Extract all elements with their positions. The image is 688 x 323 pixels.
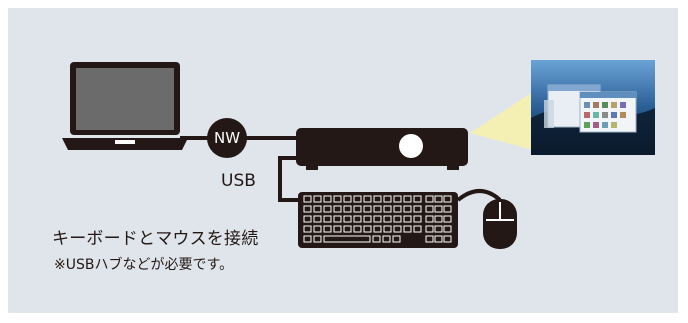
keyboard-key [413,195,422,203]
projected-screen-icon [531,60,655,155]
keyboard-key [333,205,342,213]
keyboard-body [298,192,458,248]
keyboard-key [373,215,382,223]
keyboard-key [383,215,392,223]
keyboard-key [333,215,342,223]
keyboard-key [425,205,434,213]
keyboard-key [333,225,342,233]
keyboard-key [393,215,402,223]
keyboard-key [353,195,362,203]
keyboard-key [383,195,392,203]
keyboard-key [372,235,381,243]
keyboard-key [443,225,452,233]
keyboard-key [443,195,452,203]
keyboard-key [303,215,312,223]
keyboard-key [382,235,391,243]
keyboard-key [443,235,452,243]
keyboard-key [373,205,382,213]
keyboard-key [403,205,412,213]
keyboard-key [313,205,322,213]
network-node [207,118,247,158]
usb-label: USB [221,171,256,191]
nw-label: NW [214,129,240,147]
laptop-icon [62,62,188,150]
keyboard-key [313,225,322,233]
keyboard-key [313,215,322,223]
keyboard-key [403,195,412,203]
keyboard-key [363,195,372,203]
keyboard-key [434,235,443,243]
keyboard-key [393,205,402,213]
keyboard-key [313,195,322,203]
keyboard-key [425,215,434,223]
keyboard-key [425,225,434,233]
keyboard-key [363,205,372,213]
keyboard-key [403,215,412,223]
keyboard-key [363,225,372,233]
keyboard-key [323,195,332,203]
keyboard-key [343,225,352,233]
keyboard-key [353,205,362,213]
projector-lens [399,134,423,158]
keyboard-key [425,235,434,243]
keyboard-key [303,235,312,243]
keyboard-key [393,225,402,233]
keyboard-key [323,215,332,223]
projector-icon [296,128,468,170]
keyboard-key [425,195,434,203]
keyboard-key [323,205,332,213]
keyboard-key [353,225,362,233]
keyboard-key [373,195,382,203]
keyboard-key [373,225,382,233]
keyboard-key [323,225,332,233]
keyboard-icon [298,192,458,248]
keyboard-key [303,195,312,203]
keyboard-key [343,195,352,203]
keyboard-key [434,225,443,233]
keyboard-key [434,195,443,203]
caption-usb-hub-note: ※USBハブなどが必要です。 [54,257,234,273]
keyboard-key [403,225,412,233]
keyboard-key [434,205,443,213]
mouse-cable [456,189,502,202]
keyboard-key [303,205,312,213]
keyboard-key [392,235,401,243]
keyboard-key [443,205,452,213]
keyboard-key [413,205,422,213]
keyboard-key [383,225,392,233]
keyboard-key [363,215,372,223]
keyboard-key [333,195,342,203]
caption-connect-keyboard-mouse: キーボードとマウスを接続 [52,229,259,249]
projection-beam [470,92,533,150]
keyboard-key [343,215,352,223]
keyboard-key [343,205,352,213]
keyboard-key [434,215,443,223]
mouse-icon [483,199,517,249]
usb-cable [278,156,299,202]
keyboard-key [413,225,422,233]
keyboard-key [383,205,392,213]
keyboard-key [313,235,322,243]
keyboard-key [443,215,452,223]
keyboard-key [413,215,422,223]
keyboard-key [323,235,371,243]
keyboard-key [353,215,362,223]
keyboard-key [393,195,402,203]
keyboard-key [303,225,312,233]
